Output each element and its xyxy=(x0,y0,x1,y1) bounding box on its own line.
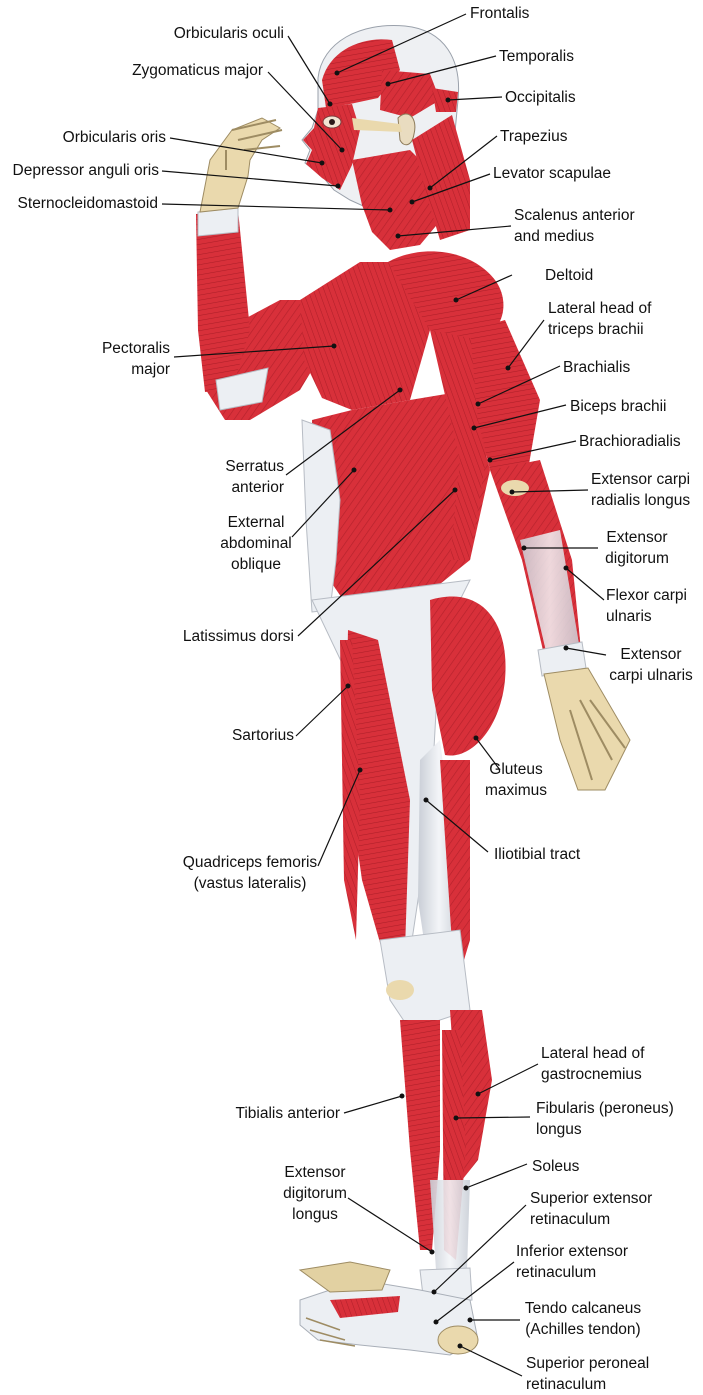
label-soleus: Soleus xyxy=(532,1156,579,1177)
wrist-band-raised xyxy=(198,208,238,236)
gluteus-muscle xyxy=(430,597,506,756)
label-levator-scapulae: Levator scapulae xyxy=(493,163,611,184)
head-group xyxy=(302,25,470,250)
label-tendo-calcaneus: Tendo calcaneus(Achilles tendon) xyxy=(520,1298,646,1340)
label-zygomaticus-major: Zygomaticus major xyxy=(110,60,263,81)
label-brachioradialis: Brachioradialis xyxy=(579,431,681,452)
label-biceps-brachii: Biceps brachii xyxy=(570,396,667,417)
label-trapezius: Trapezius xyxy=(500,126,567,147)
hand-raised xyxy=(200,118,280,212)
label-fibularis-longus: Fibularis (peroneus)longus xyxy=(536,1098,674,1140)
far-foot xyxy=(300,1262,390,1292)
label-sternocleidomastoid: Sternocleidomastoid xyxy=(2,193,158,214)
lower-leg-group xyxy=(400,1010,492,1300)
label-orbicularis-oris: Orbicularis oris xyxy=(30,127,166,148)
label-iliotibial-tract: Iliotibial tract xyxy=(494,844,580,865)
label-depressor-anguli-oris: Depressor anguli oris xyxy=(2,160,159,181)
hand-lowered xyxy=(544,668,630,790)
heel xyxy=(438,1326,478,1354)
label-temporalis: Temporalis xyxy=(499,46,574,67)
torso-group xyxy=(300,251,503,612)
label-quadriceps-femoris: Quadriceps femoris(vastus lateralis) xyxy=(170,852,330,894)
label-orbicularis-oculi: Orbicularis oculi xyxy=(150,23,284,44)
label-frontalis: Frontalis xyxy=(470,3,529,24)
label-occipitalis: Occipitalis xyxy=(505,87,576,108)
label-latissimus-dorsi: Latissimus dorsi xyxy=(160,626,294,647)
label-brachialis: Brachialis xyxy=(563,357,630,378)
label-sartorius: Sartorius xyxy=(200,725,294,746)
label-deltoid: Deltoid xyxy=(545,265,593,286)
leg-group xyxy=(312,580,506,1030)
label-tibialis-anterior: Tibialis anterior xyxy=(200,1103,340,1124)
